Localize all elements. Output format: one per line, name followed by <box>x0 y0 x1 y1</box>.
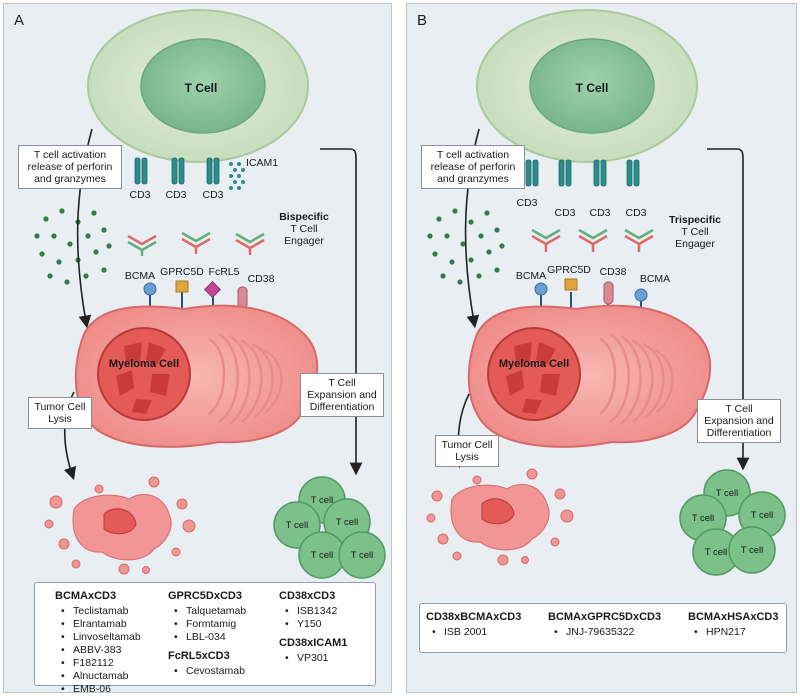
bcma-label: BCMA <box>515 270 547 282</box>
myeloma-label: Myeloma Cell <box>498 358 570 370</box>
gprc5d-label: GPRC5D <box>547 264 591 276</box>
drug-group-title: CD38xBCMAxCD3 <box>426 611 522 623</box>
t-cell-cluster-label: T cell <box>740 545 764 556</box>
trispecific-antibody <box>531 228 654 252</box>
panel-a: A <box>3 3 392 695</box>
t-cell-label: T Cell <box>184 81 218 95</box>
drug-group: BCMAxHSAxCD3 HPN217 <box>688 611 778 639</box>
t-cell-cluster <box>679 469 786 576</box>
drug-list-box: BCMAxCD3 Teclistamab Elrantamab Linvosel… <box>34 582 376 695</box>
myeloma-nucleus <box>97 327 191 421</box>
cd3-label: CD3 <box>516 197 538 209</box>
panel-b-illustration <box>426 9 786 576</box>
drug-group-title: CD38xCD3 <box>279 590 336 602</box>
t-cell-nucleus <box>140 38 266 134</box>
cd3-label: CD3 <box>589 207 611 219</box>
expansion-arrow <box>707 148 750 471</box>
drug-group-title: CD38xICAM1 <box>279 637 348 649</box>
drug-group-title: BCMAxCD3 <box>55 590 117 602</box>
drug-item: Teclistamab <box>55 605 141 618</box>
drug-item: ABBV-383 <box>55 644 141 657</box>
panel-letter: B <box>417 12 428 29</box>
t-cell-cluster-label: T cell <box>715 488 739 499</box>
drug-item: Linvoseltamab <box>55 631 141 644</box>
drug-item: EMB-06 <box>55 683 141 696</box>
cd3-receptor <box>525 159 640 187</box>
granzyme-granules <box>427 208 505 285</box>
drug-group-title: FcRL5xCD3 <box>168 650 230 662</box>
t-cell-cluster-label: T cell <box>310 550 334 561</box>
t-cell-cluster <box>273 476 386 579</box>
cd3-label: CD3 <box>165 189 187 201</box>
drug-item: JNJ-79635322 <box>548 626 661 639</box>
drug-item: Formtamig <box>168 618 246 631</box>
bispecific-antibody <box>127 231 265 256</box>
t-cell-cluster-label: T cell <box>335 517 359 528</box>
tumor-cell-debris <box>44 476 196 575</box>
drug-group: CD38xBCMAxCD3 ISB 2001 <box>426 611 521 639</box>
drug-item: Elrantamab <box>55 618 141 631</box>
expansion-arrow <box>320 148 363 476</box>
drug-group: BCMAxCD3 Teclistamab Elrantamab Linvosel… <box>55 590 141 696</box>
t-cell-cluster-label: T cell <box>691 513 715 524</box>
cd3-receptor <box>134 157 220 185</box>
drug-item: ISB 2001 <box>426 626 521 639</box>
myeloma-label: Myeloma Cell <box>108 358 180 370</box>
drug-item: Y150 <box>279 618 347 631</box>
endoplasmic-reticulum <box>599 332 674 425</box>
t-cell-cluster-label: T cell <box>310 495 334 506</box>
drug-item: ISB1342 <box>279 605 347 618</box>
drug-item: LBL-034 <box>168 631 246 644</box>
endoplasmic-reticulum <box>208 332 283 425</box>
cd3-label: CD3 <box>554 207 576 219</box>
drug-group: GPRC5DxCD3 Talquetamab Formtamig LBL-034… <box>168 590 246 678</box>
cd3-label: CD3 <box>129 189 151 201</box>
nucleus-lobes <box>116 342 170 414</box>
myeloma-nucleus <box>487 327 581 421</box>
drug-list-box: CD38xBCMAxCD3 ISB 2001 BCMAxGPRC5DxCD3 J… <box>419 603 787 653</box>
t-cell-cluster-label: T cell <box>750 510 774 521</box>
drug-group: BCMAxGPRC5DxCD3 JNJ-79635322 <box>548 611 661 639</box>
granzyme-granules <box>34 208 112 285</box>
engager-label: Bispecific T Cell Engager <box>279 211 329 247</box>
drug-group-title: BCMAxHSAxCD3 <box>688 611 779 623</box>
t-cell-cluster-label: T cell <box>285 520 309 531</box>
panel-a-illustration <box>34 9 386 579</box>
t-cell-cluster-label: T cell <box>704 547 728 558</box>
bcma-label: BCMA <box>639 273 671 285</box>
drug-group-title: BCMAxGPRC5DxCD3 <box>548 611 662 623</box>
panel-b: B <box>406 3 797 693</box>
panel-letter: A <box>14 12 25 29</box>
icam1-label: ICAM1 <box>246 157 279 169</box>
engager-label: Trispecific T Cell Engager <box>669 214 721 250</box>
drug-item: Talquetamab <box>168 605 246 618</box>
drug-item: Alnuctamab <box>55 670 141 683</box>
gprc5d-label: GPRC5D <box>160 266 204 278</box>
cd3-label: CD3 <box>625 207 647 219</box>
drug-item: F182112 <box>55 657 141 670</box>
t-cell-cluster-label: T cell <box>350 550 374 561</box>
t-cell-label: T Cell <box>575 81 609 95</box>
drug-item: Cevostamab <box>168 665 246 678</box>
tumor-cell-debris <box>426 468 574 566</box>
drug-group: CD38xCD3 ISB1342 Y150 CD38xICAM1 VP301 <box>279 590 347 665</box>
drug-item: HPN217 <box>688 626 778 639</box>
cd3-label: CD3 <box>202 189 224 201</box>
nucleus-lobes <box>506 342 560 414</box>
drug-item: VP301 <box>279 652 347 665</box>
t-cell-nucleus <box>529 38 655 134</box>
bcma-label: BCMA <box>124 270 156 282</box>
cd38-label: CD38 <box>247 273 275 285</box>
drug-group-title: GPRC5DxCD3 <box>168 590 242 602</box>
icam1-receptor <box>229 162 245 190</box>
cd38-label: CD38 <box>599 266 627 278</box>
fcrl5-label: FcRL5 <box>208 266 240 278</box>
